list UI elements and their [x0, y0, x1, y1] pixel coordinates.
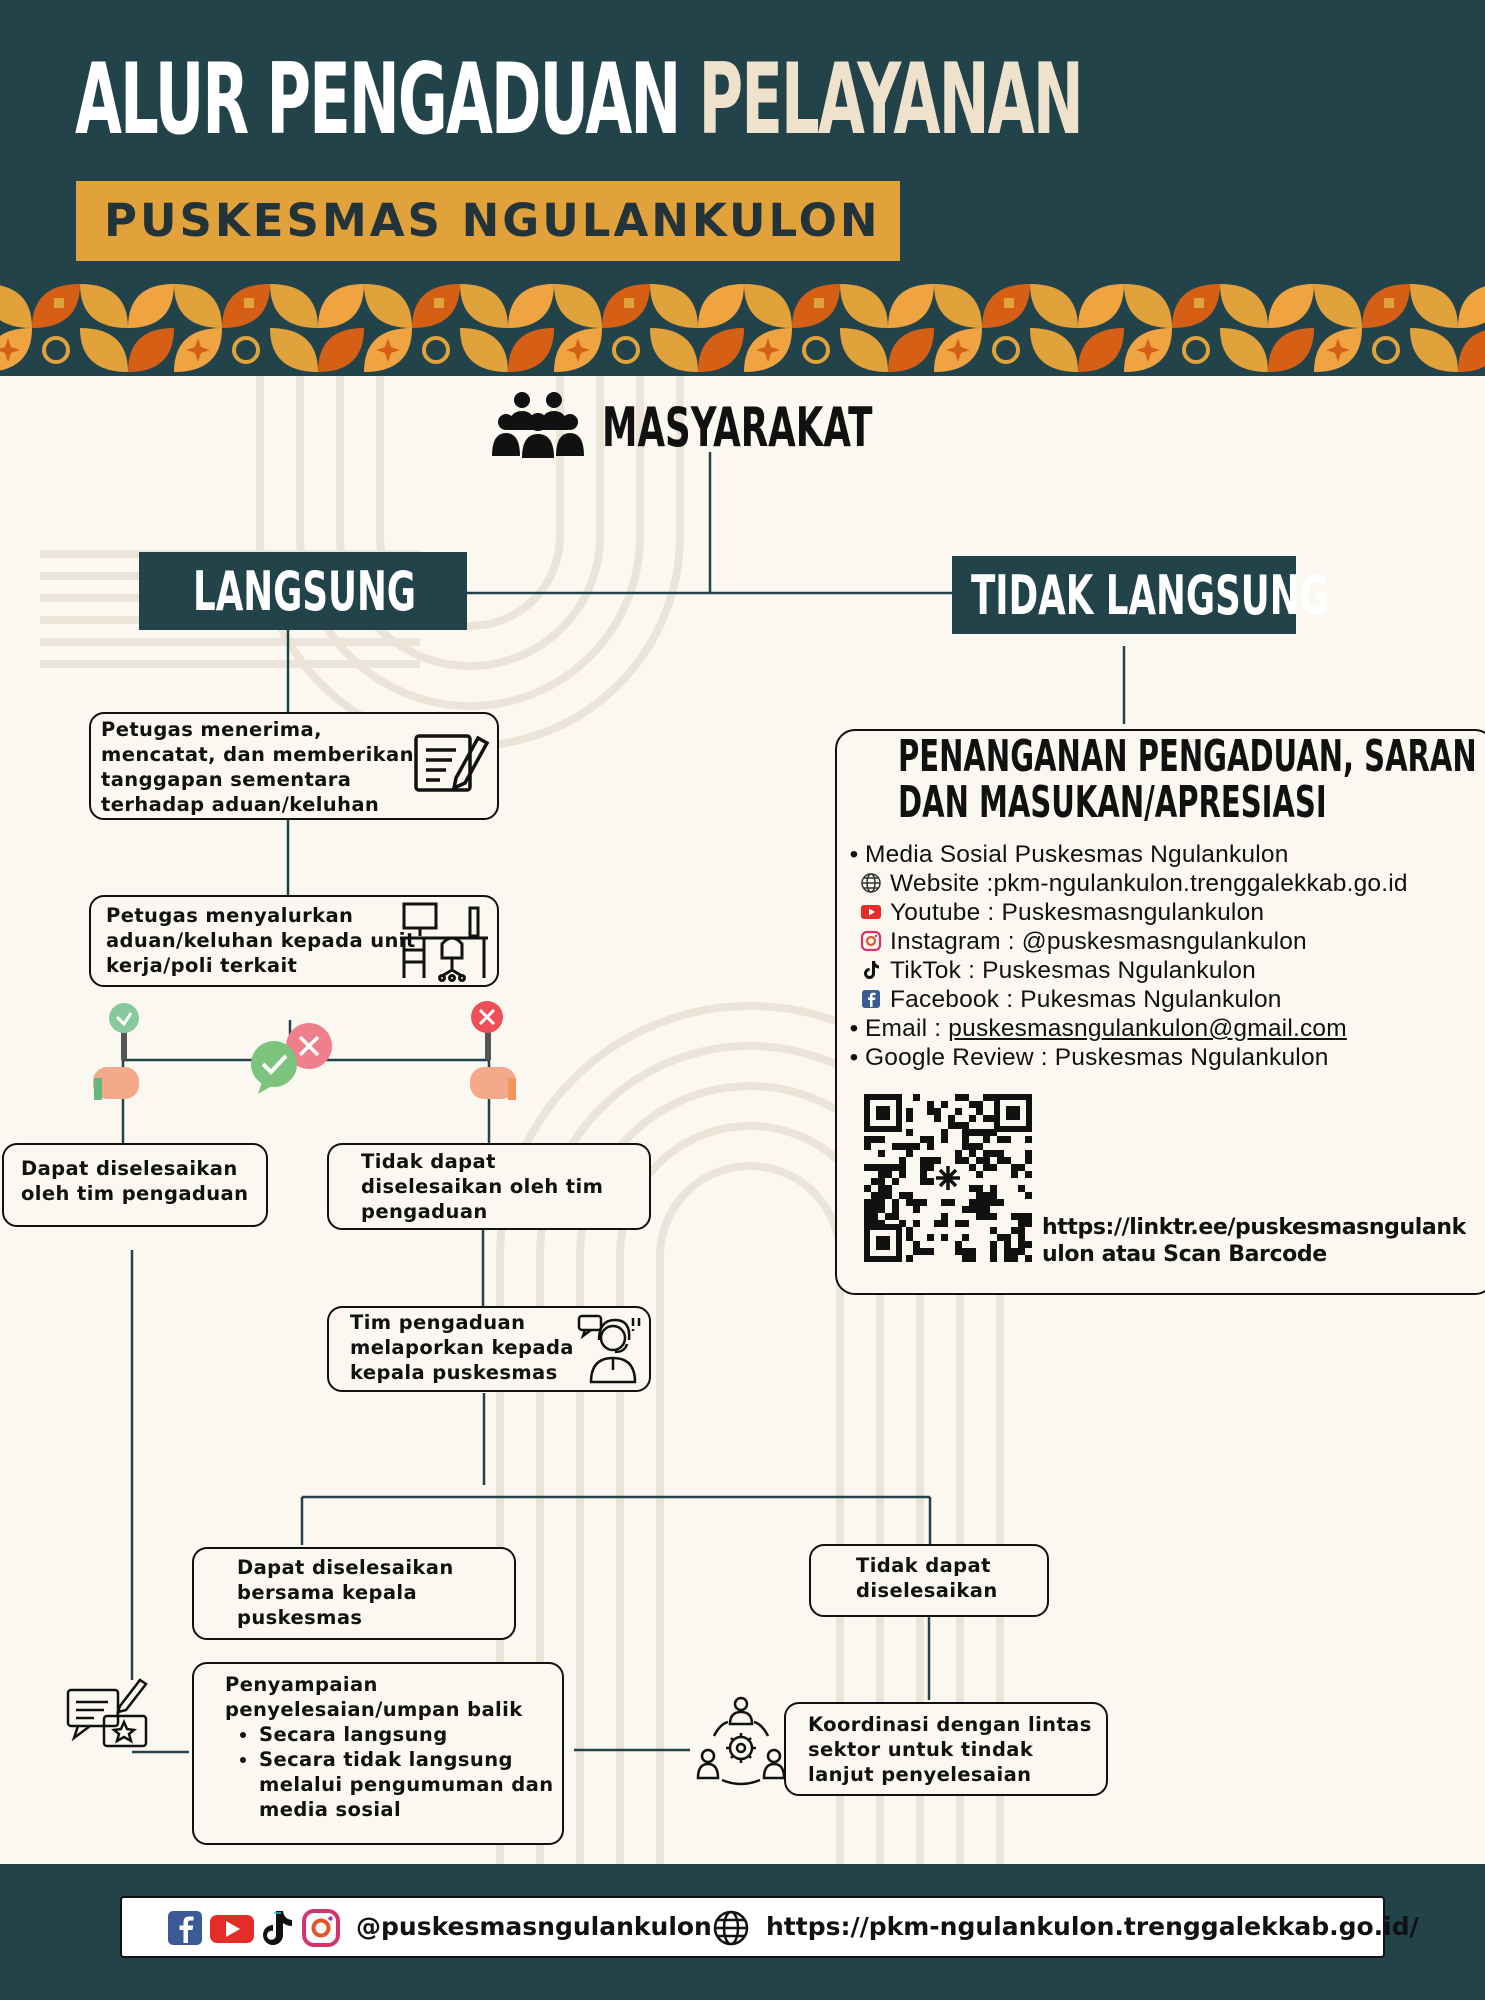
list-item: Youtube : Puskesmasngulankulon	[843, 898, 1408, 927]
qr-code[interactable]	[864, 1094, 1032, 1262]
feedback-item: Secara tidak langsung melalui pengumuman…	[259, 1747, 555, 1822]
contact-channel-list: •Media Sosial Puskesmas Ngulankulon Webs…	[843, 840, 1408, 1072]
list-item: Instagram : @puskesmasngulankulon	[843, 927, 1408, 956]
step-receive-complaint-text: Petugas menerima, mencatat, dan memberik…	[101, 718, 414, 816]
branch-indirect-box	[952, 556, 1296, 634]
step-receive-complaint-box	[89, 712, 499, 820]
linktree-url[interactable]: https://linktr.ee/puskesmasngulank	[1042, 1215, 1466, 1240]
branch-direct-label: LANGSUNG	[193, 560, 417, 623]
feedback-title: Penyampaian penyelesaian/umpan balik	[225, 1673, 523, 1721]
document-pen-icon	[414, 734, 490, 792]
step-forward-complaint-text: Petugas menyalurkan aduan/keluhan kepada…	[106, 904, 416, 977]
resolved-with-head-box	[192, 1547, 516, 1640]
tiktok-icon	[263, 1911, 292, 1945]
youtube-icon	[210, 1915, 254, 1943]
page-title: ALUR PENGADUAN PELAYANAN	[75, 40, 1084, 160]
youtube-icon	[861, 905, 881, 919]
decorative-pattern-strip	[0, 280, 1485, 376]
tiktok-icon	[864, 961, 879, 979]
footer-website-link[interactable]: https://pkm-ngulankulon.trenggalekkab.go…	[766, 1912, 1419, 1941]
email-label: Email :	[865, 1015, 949, 1042]
root-node-label: MASYARAKAT	[602, 396, 873, 459]
not-resolved-by-team-box	[327, 1143, 651, 1230]
resolved-with-head-text: Dapat diselesaikan bersama kepala puskes…	[237, 1556, 454, 1629]
google-review-text: Google Review : Puskesmas Ngulankulon	[865, 1044, 1329, 1071]
footer-contact-bar	[120, 1896, 1385, 1958]
feedback-content: Penyampaian penyelesaian/umpan balik Sec…	[225, 1672, 555, 1822]
website-link[interactable]: Website :pkm-ngulankulon.trenggalekkab.g…	[890, 870, 1408, 897]
instagram-link[interactable]: Instagram : @puskesmasngulankulon	[890, 928, 1307, 955]
footer-social-icons	[168, 1909, 340, 1947]
step-forward-complaint-box	[89, 895, 499, 987]
branch-direct-box	[139, 552, 467, 630]
globe-icon	[861, 873, 881, 893]
instagram-icon	[860, 930, 882, 952]
subtitle: PUSKESMAS NGULANKULON	[104, 194, 881, 247]
office-desk-icon	[400, 902, 488, 982]
group-of-people-icon	[492, 392, 584, 458]
list-item: Facebook : Pukesmas Ngulankulon	[843, 985, 1408, 1014]
title-part-1: ALUR PENGADUAN	[75, 43, 681, 157]
not-resolved-box	[809, 1544, 1049, 1617]
list-item: •Google Review : Puskesmas Ngulankulon	[849, 1044, 1329, 1071]
globe-icon	[713, 1910, 749, 1946]
feedback-box	[192, 1662, 564, 1845]
facebook-link[interactable]: Facebook : Pukesmas Ngulankulon	[890, 986, 1282, 1013]
linktree-caption: https://linktr.ee/puskesmasngulank ulon …	[1042, 1214, 1466, 1268]
indirect-panel-title: PENANGANAN PENGADUAN, SARAN DAN MASUKAN/…	[898, 734, 1477, 826]
not-resolved-text: Tidak dapat diselesaikan	[856, 1554, 998, 1602]
resolved-by-team-box	[2, 1143, 268, 1227]
youtube-link[interactable]: Youtube : Puskesmasngulankulon	[890, 899, 1265, 926]
subtitle-banner	[76, 181, 900, 261]
feedback-list: Secara langsung Secara tidak langsung me…	[225, 1722, 555, 1822]
coordination-text: Koordinasi dengan lintas sektor untuk ti…	[808, 1713, 1092, 1786]
instagram-icon	[302, 1909, 340, 1947]
not-resolved-by-team-text: Tidak dapat diselesaikan oleh tim pengad…	[361, 1150, 604, 1223]
facebook-icon	[168, 1911, 202, 1945]
coordination-box	[784, 1702, 1108, 1796]
branch-indirect-label: TIDAK LANGSUNG	[971, 564, 1329, 627]
list-item: •Media Sosial Puskesmas Ngulankulon	[849, 841, 1289, 868]
footer-social-handle[interactable]: @puskesmasngulankulon	[356, 1912, 712, 1941]
resolved-by-team-text: Dapat diselesaikan oleh tim pengaduan	[21, 1157, 249, 1205]
customer-service-agent-icon	[577, 1314, 641, 1384]
feedback-item: Secara langsung	[259, 1722, 555, 1747]
list-item: Website :pkm-ngulankulon.trenggalekkab.g…	[843, 869, 1408, 898]
indirect-panel-title-line1: PENANGANAN PENGADUAN, SARAN	[898, 731, 1477, 782]
indirect-panel-title-line2: DAN MASUKAN/APRESIASI	[898, 777, 1327, 828]
feedback-message-icon	[66, 1678, 148, 1748]
report-to-head-box	[327, 1306, 651, 1392]
choice-markers	[93, 1001, 516, 1100]
media-heading: Media Sosial Puskesmas Ngulankulon	[865, 841, 1289, 868]
title-part-2: PELAYANAN	[698, 43, 1084, 157]
scan-barcode-text: ulon atau Scan Barcode	[1042, 1242, 1327, 1267]
list-item: TikTok : Puskesmas Ngulankulon	[843, 956, 1408, 985]
facebook-icon	[862, 990, 880, 1008]
team-coordination-icon	[696, 1696, 786, 1786]
list-item: •Email : puskesmasngulankulon@gmail.com	[849, 1015, 1347, 1042]
report-to-head-text: Tim pengaduan melaporkan kepada kepala p…	[350, 1311, 574, 1384]
email-link[interactable]: puskesmasngulankulon@gmail.com	[948, 1015, 1347, 1042]
tiktok-link[interactable]: TikTok : Puskesmas Ngulankulon	[890, 957, 1256, 984]
